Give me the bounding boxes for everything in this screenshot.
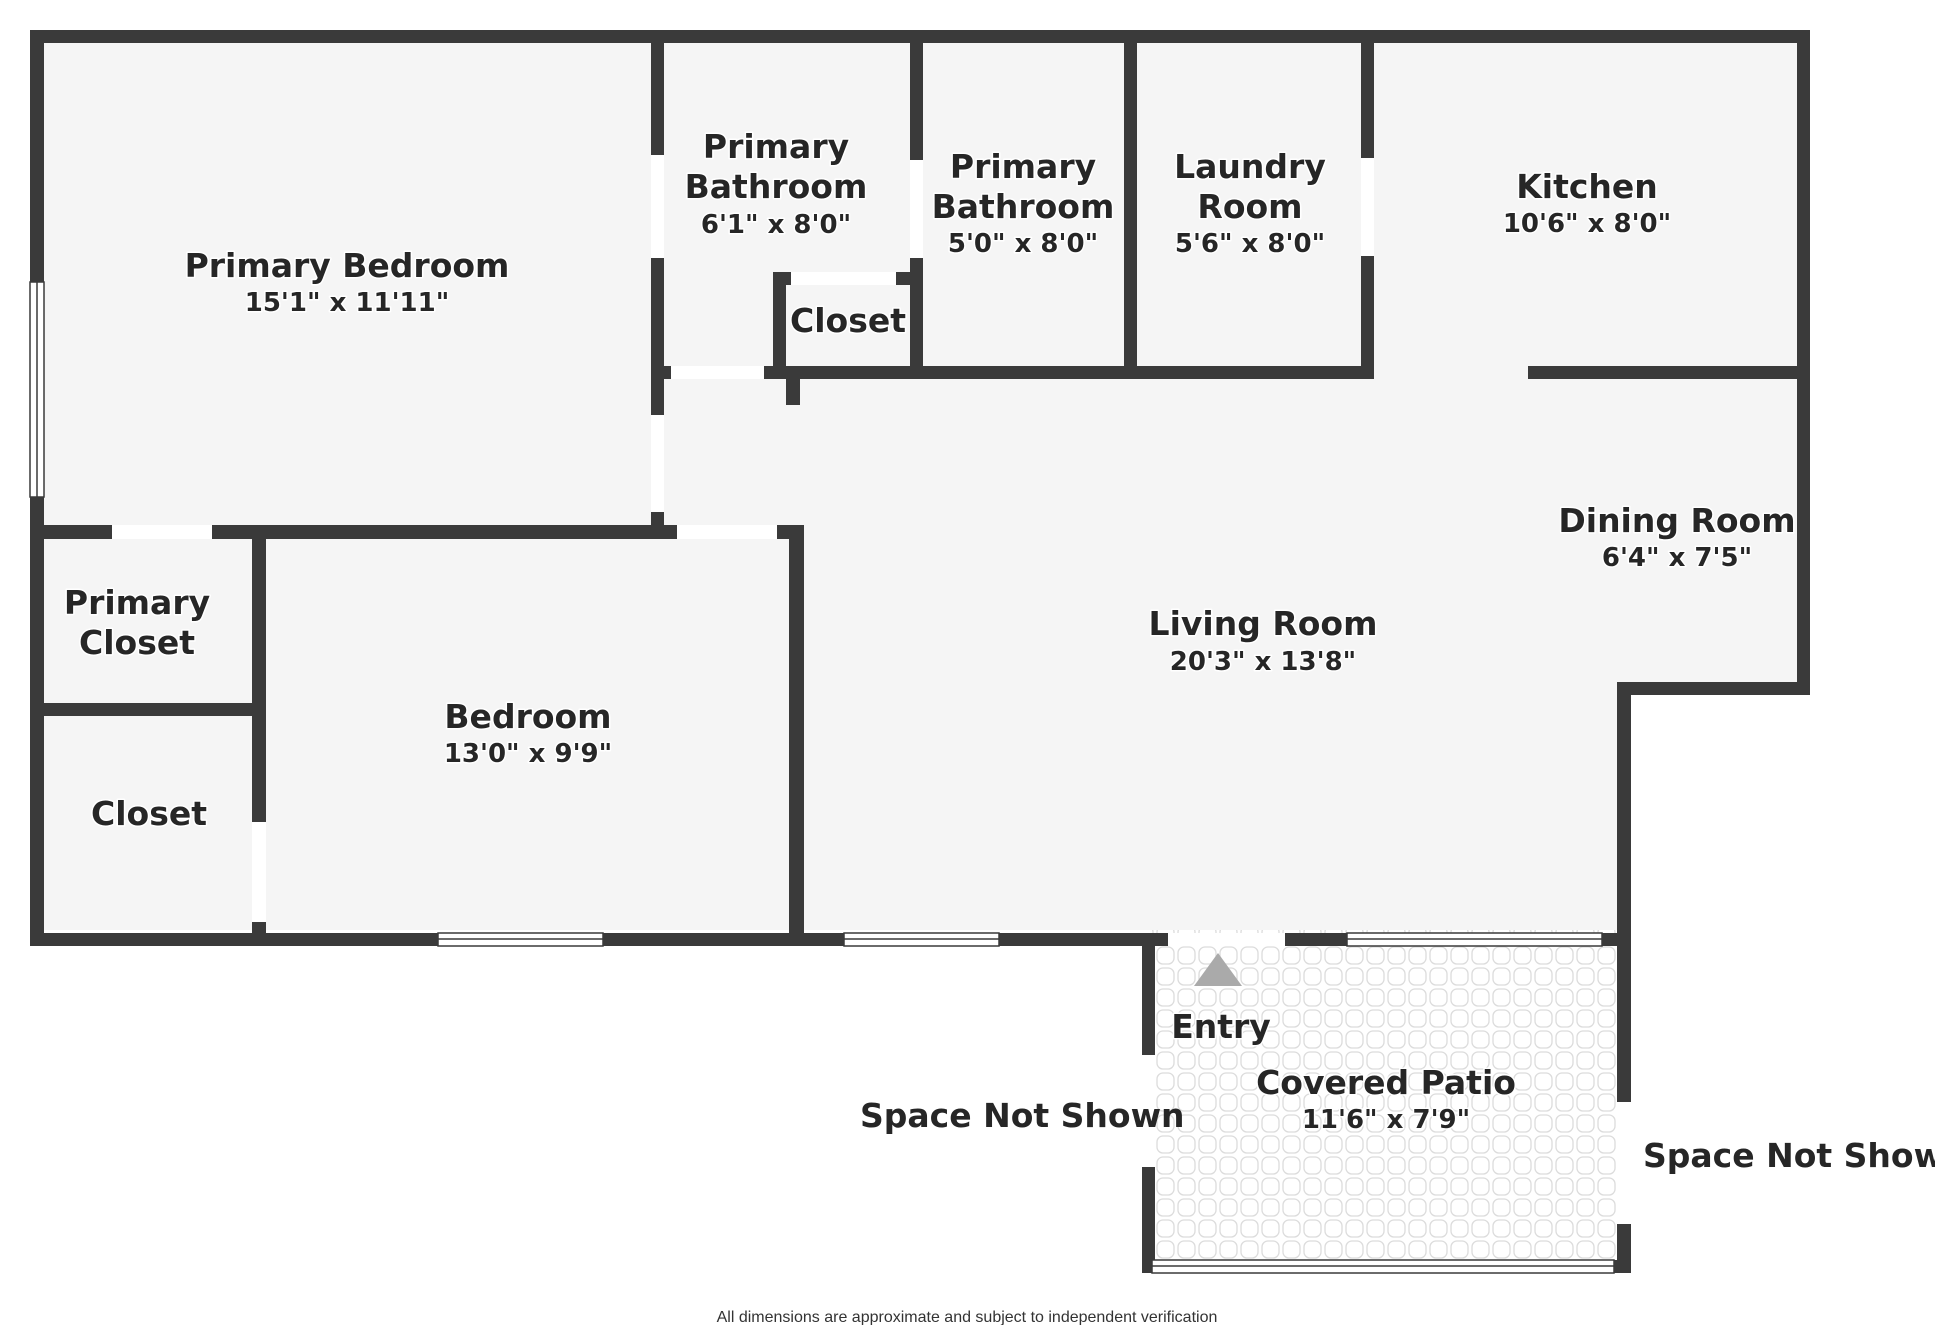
disclaimer-text: All dimensions are approximate and subje… bbox=[717, 1309, 1218, 1325]
room-name-primary-bathroom-1-line1: Primary bbox=[703, 127, 849, 166]
room-name-laundry-room-line2: Room bbox=[1197, 187, 1302, 226]
room-dims-primary-bathroom-1: 6'1" x 8'0" bbox=[701, 210, 851, 240]
openings bbox=[112, 155, 1631, 1224]
room-dims-bedroom: 13'0" x 9'9" bbox=[444, 739, 612, 769]
room-name-closet: Closet bbox=[91, 794, 207, 833]
room-name-primary-bathroom-2-line1: Primary bbox=[950, 147, 1096, 186]
room-name-dining-room: Dining Room bbox=[1558, 501, 1795, 540]
room-dims-living-room: 20'3" x 13'8" bbox=[1170, 647, 1356, 677]
room-dims-kitchen: 10'6" x 8'0" bbox=[1503, 209, 1671, 239]
room-name-primary-bathroom-2-line2: Bathroom bbox=[932, 187, 1115, 226]
entry-label: Entry bbox=[1171, 1007, 1271, 1046]
room-dims-primary-bedroom: 15'1" x 11'11" bbox=[245, 288, 450, 318]
room-name-bedroom: Bedroom bbox=[444, 697, 611, 736]
room-name-closet-small: Closet bbox=[790, 301, 906, 340]
room-name-primary-closet-line2: Closet bbox=[79, 623, 195, 662]
room-name-kitchen: Kitchen bbox=[1516, 167, 1658, 206]
space-not-shown-right: Space Not Shown bbox=[1643, 1136, 1935, 1175]
room-dims-dining-room: 6'4" x 7'5" bbox=[1602, 543, 1752, 573]
room-name-laundry-room-line1: Laundry bbox=[1174, 147, 1326, 186]
room-name-covered-patio: Covered Patio bbox=[1256, 1063, 1516, 1102]
space-not-shown-left: Space Not Shown bbox=[860, 1096, 1185, 1135]
entry-arrow-icon bbox=[1194, 953, 1242, 986]
room-name-living-room: Living Room bbox=[1149, 604, 1378, 643]
room-dims-primary-bathroom-2: 5'0" x 8'0" bbox=[948, 229, 1098, 259]
room-dims-laundry-room: 5'6" x 8'0" bbox=[1175, 229, 1325, 259]
room-dims-covered-patio: 11'6" x 7'9" bbox=[1302, 1105, 1470, 1135]
room-name-primary-bedroom: Primary Bedroom bbox=[185, 246, 510, 285]
room-labels: Primary Bedroom 15'1" x 11'11" Primary B… bbox=[62, 126, 1797, 1137]
room-name-primary-closet-line1: Primary bbox=[64, 583, 210, 622]
windows bbox=[29, 281, 1615, 1274]
room-name-primary-bathroom-1-line2: Bathroom bbox=[685, 167, 868, 206]
